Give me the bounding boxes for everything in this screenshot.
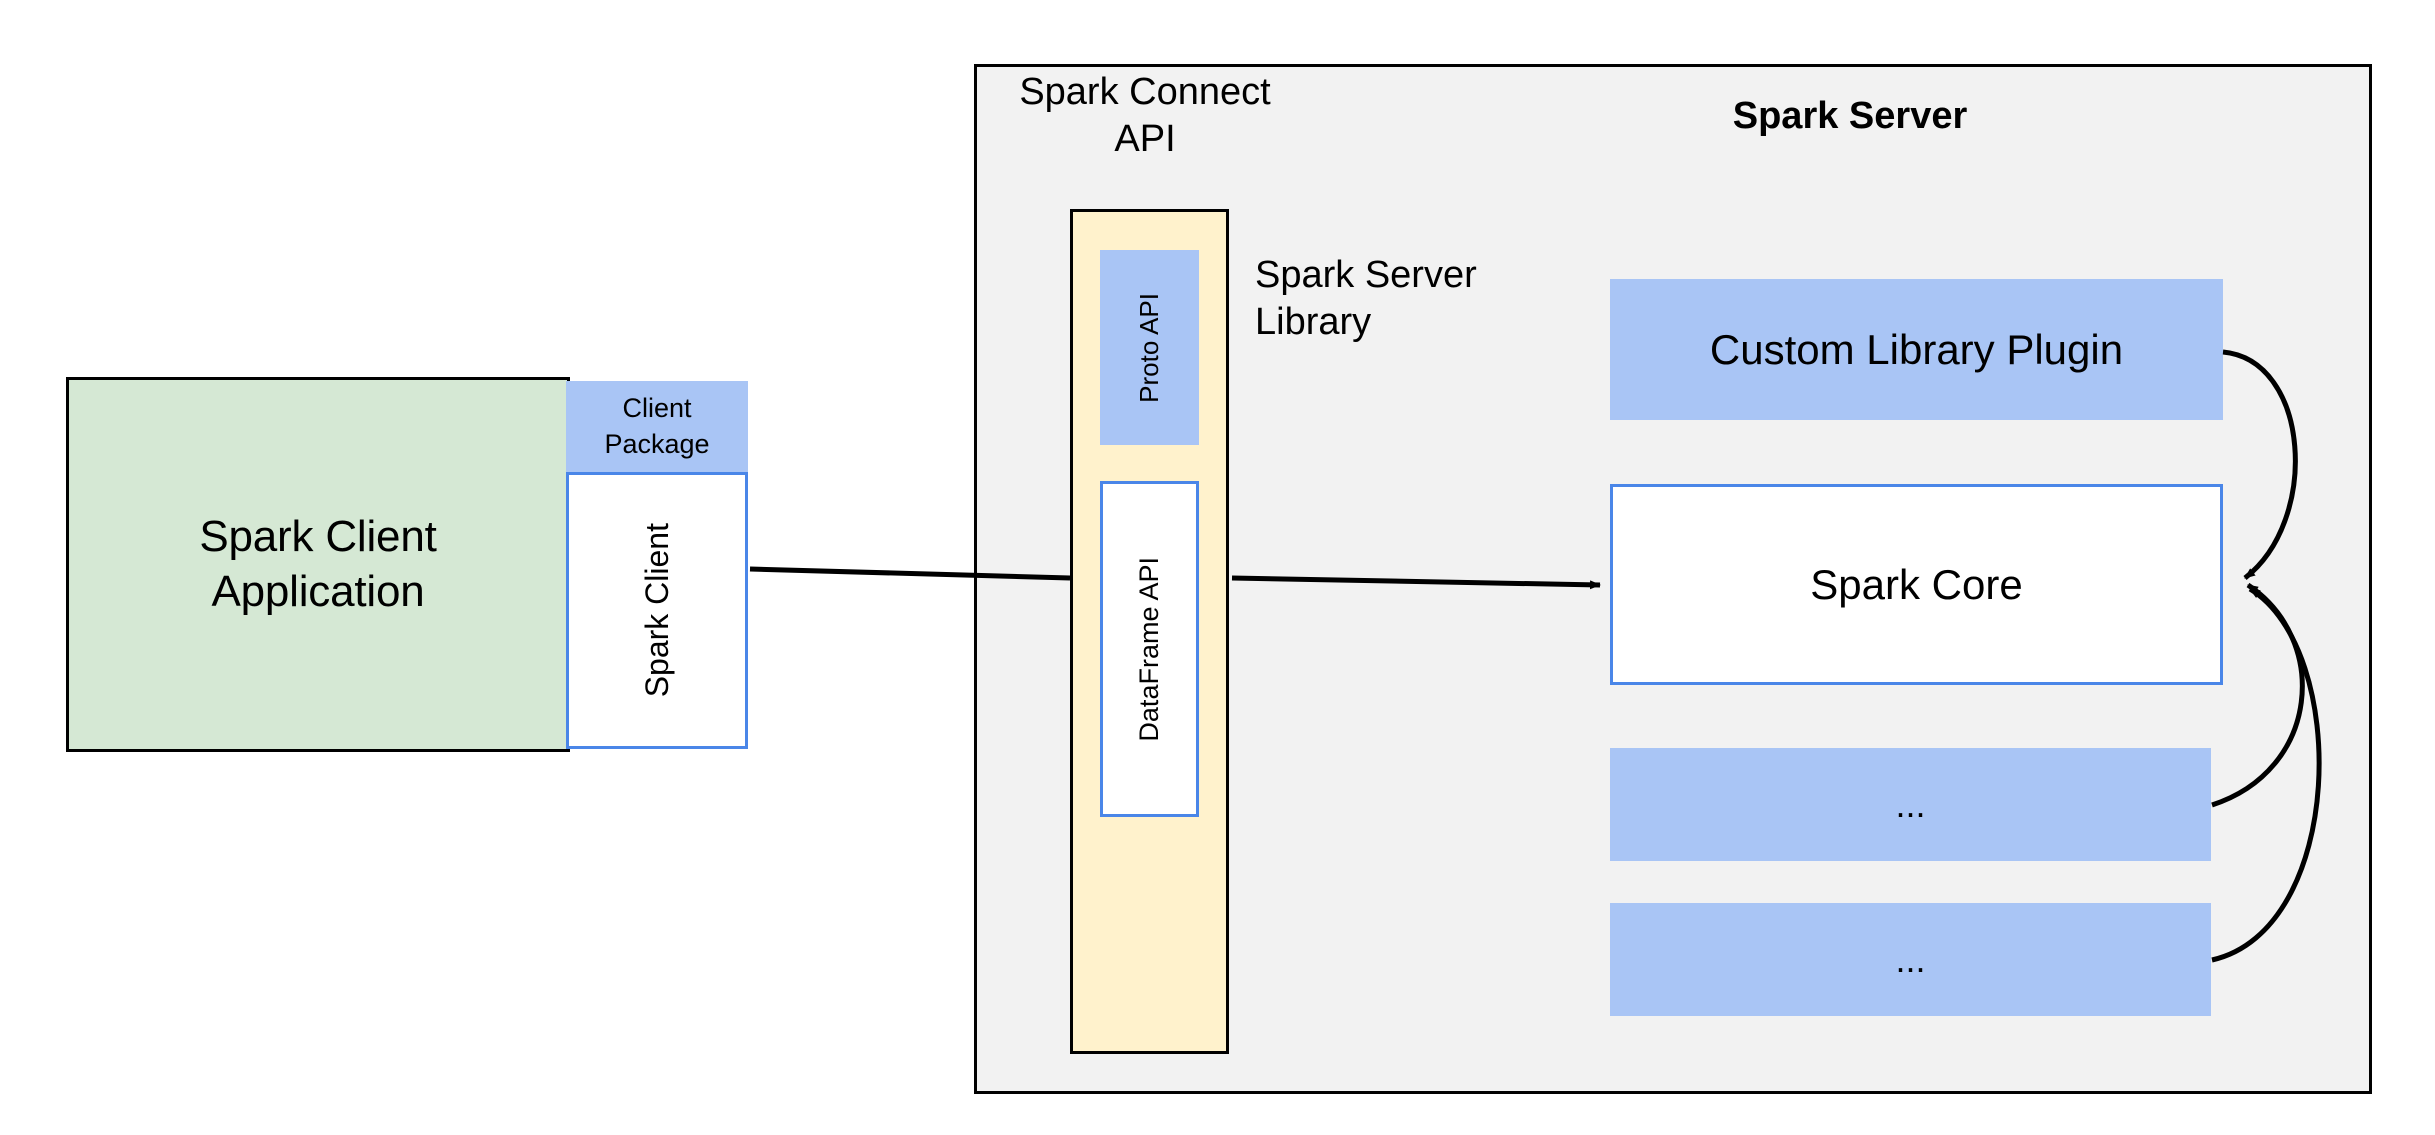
client-package-box[interactable]: Client Package xyxy=(566,381,748,472)
spark-client-box[interactable]: Spark Client xyxy=(566,472,748,749)
dataframe-api-box[interactable]: DataFrame API xyxy=(1100,481,1199,817)
client-package-line-1: Client xyxy=(622,393,692,424)
client-package-line-2: Package xyxy=(604,428,710,459)
server-component-ellipsis-1[interactable]: ... xyxy=(1610,748,2211,861)
proto-api-label: Proto API xyxy=(1134,292,1164,403)
server-library-line-1: Spark Server xyxy=(1255,253,1477,296)
spark-connect-api-label: Spark Connect API xyxy=(1000,66,1290,166)
client-app-line-2: Application xyxy=(211,566,425,616)
server-component-ellipsis-2[interactable]: ... xyxy=(1610,903,2211,1016)
spark-client-application-box[interactable]: Spark Client Application xyxy=(66,377,570,752)
dataframe-api-label: DataFrame API xyxy=(1134,556,1164,742)
proto-api-box[interactable]: Proto API xyxy=(1100,250,1199,445)
spark-server-library-label: Spark Server Library xyxy=(1255,244,1525,354)
spark-server-title: Spark Server xyxy=(1732,94,1968,137)
connect-api-line-2: API xyxy=(1114,118,1176,160)
spark-core-box[interactable]: Spark Core xyxy=(1610,484,2223,685)
connect-api-line-1: Spark Connect xyxy=(1019,70,1271,113)
client-app-line-1: Spark Client xyxy=(199,511,437,561)
server-library-line-2: Library xyxy=(1255,301,1372,343)
custom-library-plugin-box[interactable]: Custom Library Plugin xyxy=(1610,279,2223,420)
spark-client-label: Spark Client xyxy=(638,523,675,698)
